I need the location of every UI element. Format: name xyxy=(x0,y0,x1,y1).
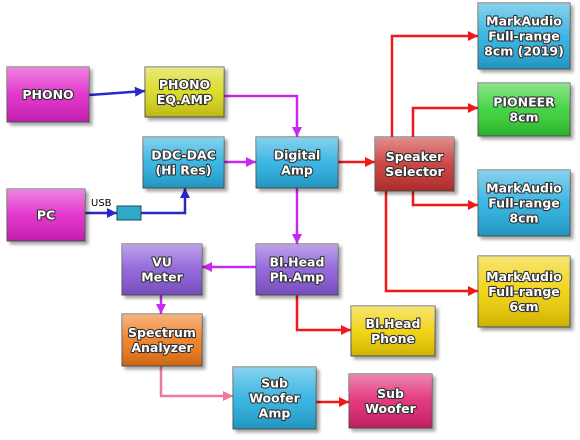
node-label: Ph.Amp xyxy=(270,270,325,285)
node-label: Amp xyxy=(259,406,291,421)
node-label: Analyzer xyxy=(131,340,193,355)
node-label: Sub xyxy=(261,376,288,391)
node-label: VU xyxy=(152,255,172,270)
edge-pc-to-usb xyxy=(85,208,117,218)
node-label: Woofer xyxy=(249,391,300,406)
node-label: PHONO xyxy=(159,77,210,92)
edge-phamp-to-vumeter xyxy=(202,262,256,272)
node-label: 8cm xyxy=(509,211,538,226)
node-label: PC xyxy=(37,208,55,223)
node-label: Amp xyxy=(281,163,313,178)
edge-digitalamp-to-selector xyxy=(338,157,375,167)
node-label: Full-range xyxy=(488,29,560,44)
node-label: Full-range xyxy=(488,196,560,211)
node-label: DDC-DAC xyxy=(151,148,216,163)
edge-usb-to-ddcdac xyxy=(141,188,190,215)
edge-selector-to-pioneer xyxy=(411,103,478,137)
node-label: PHONO xyxy=(22,87,73,102)
edge-vumeter-to-spectrum xyxy=(156,295,166,314)
node-label: MarkAudio xyxy=(486,181,562,196)
node-label: Bl.Head xyxy=(366,316,421,331)
edge-selector-to-markaudio2019 xyxy=(390,31,478,137)
edge-eqamp-to-digitalamp xyxy=(224,94,302,137)
node-label: Digital xyxy=(274,148,321,163)
node-phono: PHONO xyxy=(6,66,90,123)
connections: USB xyxy=(85,31,478,407)
usb-label: USB xyxy=(91,198,112,209)
node-label: Sub xyxy=(377,386,404,401)
node-label: Bl.Head xyxy=(270,255,325,270)
node-label: Selector xyxy=(385,164,444,179)
node-label: MarkAudio xyxy=(486,269,562,284)
node-label: 8cm xyxy=(509,110,538,125)
edge-digitalamp-to-phamp xyxy=(292,188,302,244)
edge-spectrum-to-subwooferamp xyxy=(159,366,233,401)
node-label: EQ.AMP xyxy=(157,92,212,107)
edge-selector-to-markaudio8cm xyxy=(411,191,478,210)
node-label: 6cm xyxy=(509,299,538,314)
node-ddc-dac: DDC-DAC(Hi Res) xyxy=(142,136,225,189)
node-label: PIONEER xyxy=(493,95,555,110)
node-label: Speaker xyxy=(386,149,444,164)
node-label: Meter xyxy=(141,270,183,285)
node-label: Full-range xyxy=(488,284,560,299)
edge-phamp-to-phone xyxy=(295,295,351,335)
usb-connector xyxy=(116,205,142,221)
edge-phono-to-eqamp xyxy=(88,86,146,97)
edge-subwooferamp-to-subwoofer xyxy=(316,397,349,407)
node-label: (Hi Res) xyxy=(155,163,211,178)
node-pc: PC xyxy=(6,188,86,242)
node-label: 8cm (2019) xyxy=(484,44,564,59)
node-label: Phone xyxy=(371,331,415,346)
node-label: MarkAudio xyxy=(486,14,562,29)
node-label: Woofer xyxy=(365,401,416,416)
node-label: Spectrum xyxy=(128,325,196,340)
edge-ddcdac-to-digitalamp xyxy=(224,157,256,167)
edge-selector-to-markaudio6cm xyxy=(384,191,478,296)
